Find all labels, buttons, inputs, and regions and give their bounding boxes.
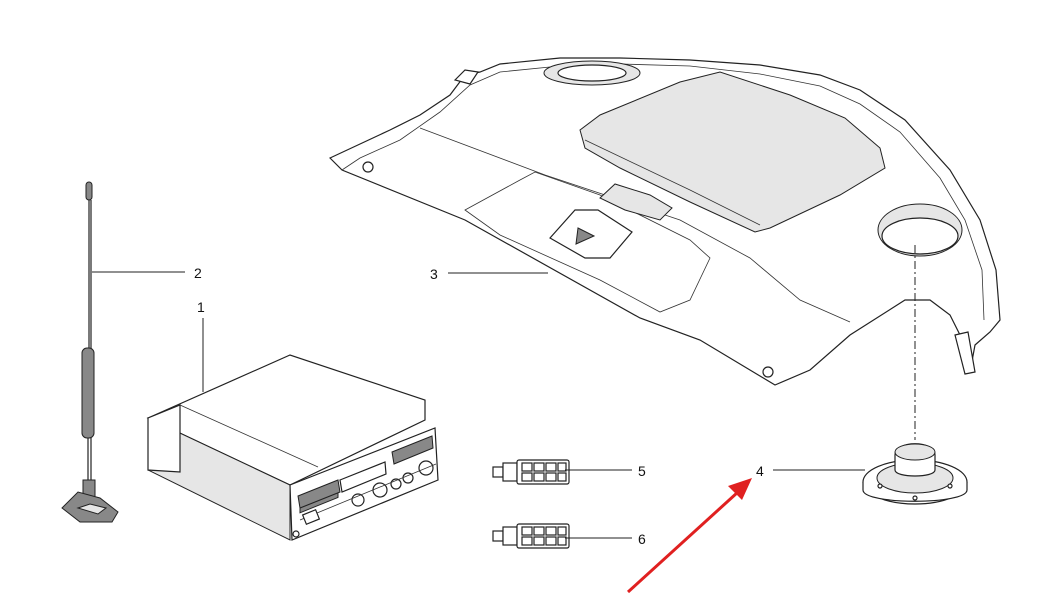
callout-3: 3 — [430, 266, 438, 282]
callout-2: 2 — [194, 265, 202, 281]
connector-6 — [492, 523, 570, 549]
callout-5: 5 — [638, 463, 646, 479]
antenna — [61, 181, 119, 523]
callout-1: 1 — [197, 299, 205, 315]
parcel-shelf — [328, 57, 1001, 386]
radio-unit — [146, 354, 439, 541]
callout-6: 6 — [638, 531, 646, 547]
connector-5 — [492, 459, 570, 485]
speaker — [862, 443, 968, 505]
red-arrow-indicator — [626, 478, 752, 594]
callout-4: 4 — [756, 463, 764, 479]
